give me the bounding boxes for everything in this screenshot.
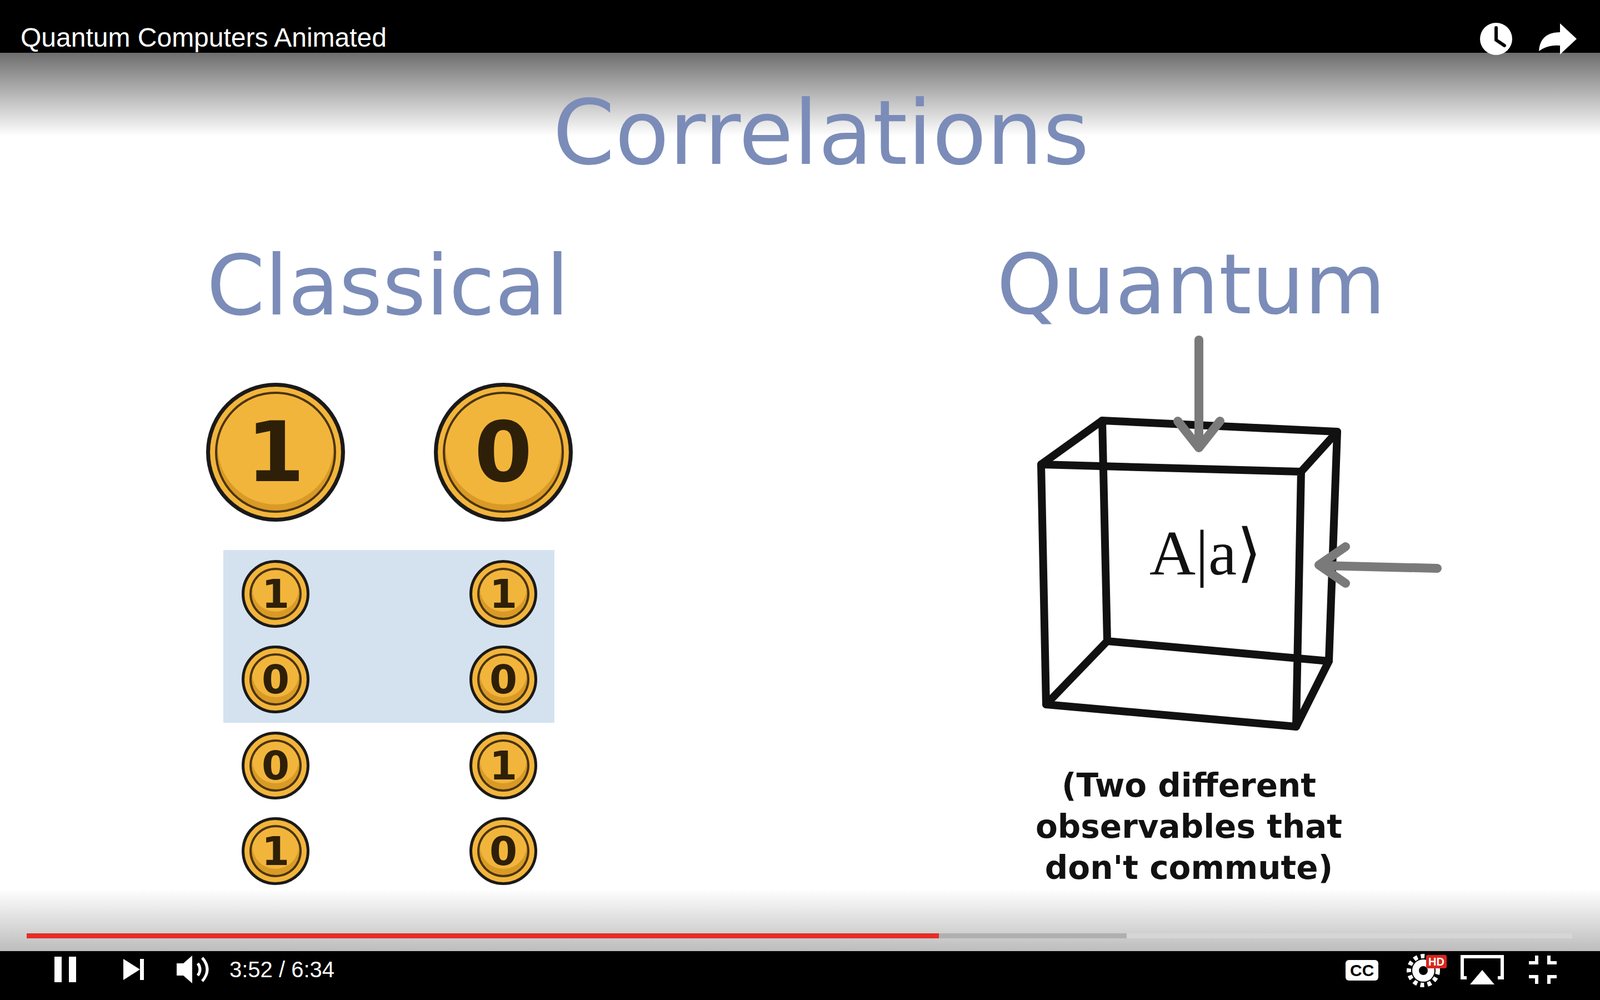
- coin: 0: [469, 645, 538, 714]
- coin: 1: [469, 560, 538, 628]
- top-bar: [0, 0, 1600, 53]
- coin-digit: 1: [489, 745, 518, 786]
- measurement-arrow: [1318, 546, 1438, 584]
- captions-button: CC: [1345, 960, 1379, 981]
- volume-icon: [176, 955, 208, 984]
- time-display: 3:52 / 6:34: [229, 957, 335, 982]
- coin: 0: [241, 731, 310, 800]
- column-heading: Classical: [206, 240, 569, 332]
- diagram-title: Correlations: [552, 84, 1090, 183]
- coin-digit: 0: [261, 745, 290, 786]
- coin-digit: 1: [246, 410, 305, 494]
- coin-digit: 1: [489, 573, 518, 614]
- progress-played: [26, 933, 939, 939]
- clock-icon: [1480, 22, 1513, 55]
- video-title: Quantum Computers Animated: [20, 23, 387, 53]
- coin-digit: 0: [489, 659, 518, 700]
- highlight-band: [223, 550, 555, 723]
- hd-badge: HD: [1426, 955, 1447, 969]
- airplay-icon: [1462, 956, 1503, 985]
- coin: 0: [433, 382, 573, 522]
- control-bar: [0, 951, 1600, 1000]
- coin: 1: [206, 382, 345, 522]
- coin: 1: [241, 560, 310, 628]
- next-icon: [123, 958, 144, 980]
- coin-digit: 0: [489, 831, 518, 872]
- coin: 0: [469, 817, 538, 885]
- fullscreen-exit-icon: [1528, 955, 1557, 984]
- coin: 1: [241, 817, 310, 885]
- state-formula: A|a⟩: [1149, 521, 1262, 585]
- bottom-shade: [0, 888, 1600, 952]
- coin-digit: 0: [261, 659, 290, 700]
- share-icon: [1538, 23, 1577, 55]
- coin-digit: 0: [474, 410, 533, 494]
- coin-digit: 1: [261, 831, 290, 872]
- pause-icon: [54, 956, 77, 983]
- coin-digit: 1: [261, 573, 290, 614]
- buffer-bar: [26, 933, 1127, 939]
- note-text: (Two different observables that don't co…: [988, 765, 1389, 889]
- coin: 1: [469, 731, 538, 800]
- progress-track: [26, 933, 1573, 939]
- coin: 0: [241, 645, 310, 714]
- cube-box: A|a⟩: [1116, 511, 1295, 595]
- cube-drawing: [1041, 420, 1338, 727]
- measurement-arrow: [1177, 340, 1220, 448]
- column-heading: Quantum: [996, 238, 1386, 331]
